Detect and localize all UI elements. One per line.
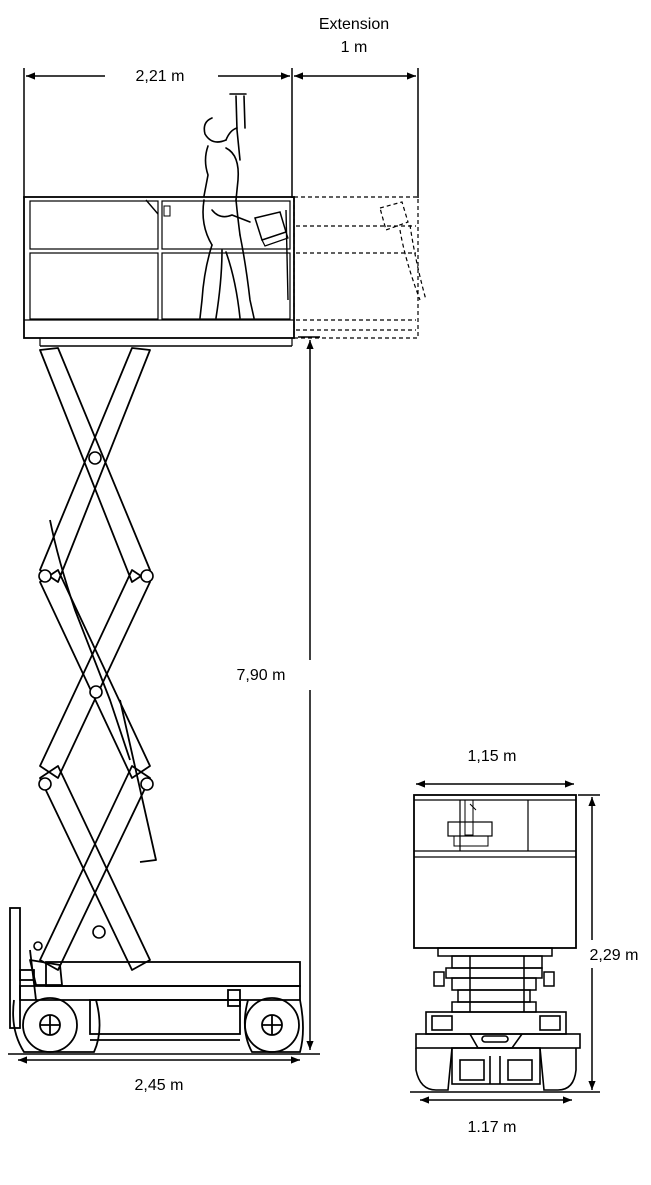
front-view-scissor	[433, 947, 555, 1013]
front-view-platform	[413, 794, 577, 949]
platform-side-view	[23, 196, 295, 347]
guardrail-accents	[145, 199, 289, 301]
extension-title: Extension	[319, 16, 389, 33]
side-wheels	[22, 997, 300, 1053]
platform-width-label: 1,15 m	[468, 748, 517, 765]
front-view-chassis	[415, 1011, 581, 1091]
chassis-side-view	[9, 907, 304, 1053]
platform-extension-dashed	[293, 196, 427, 339]
extension-value: 1 m	[341, 39, 368, 56]
scissor-pins	[33, 451, 154, 951]
base-length-label: 2,45 m	[135, 1077, 184, 1094]
platform-length-dimension	[23, 68, 293, 198]
base-width-dimension	[410, 1091, 600, 1104]
operator-figure	[199, 93, 255, 319]
base-width-label: 1.17 m	[468, 1119, 517, 1136]
extension-dimension	[294, 68, 419, 198]
stowed-height-dimension	[578, 794, 600, 1090]
platform-height-label: 7,90 m	[237, 667, 286, 684]
scissor-arms	[29, 347, 157, 1001]
base-length-dimension	[8, 1053, 320, 1064]
platform-height-dimension	[298, 336, 320, 1050]
platform-length-label: 2,21 m	[136, 68, 185, 85]
stowed-height-label: 2,29 m	[590, 947, 639, 964]
